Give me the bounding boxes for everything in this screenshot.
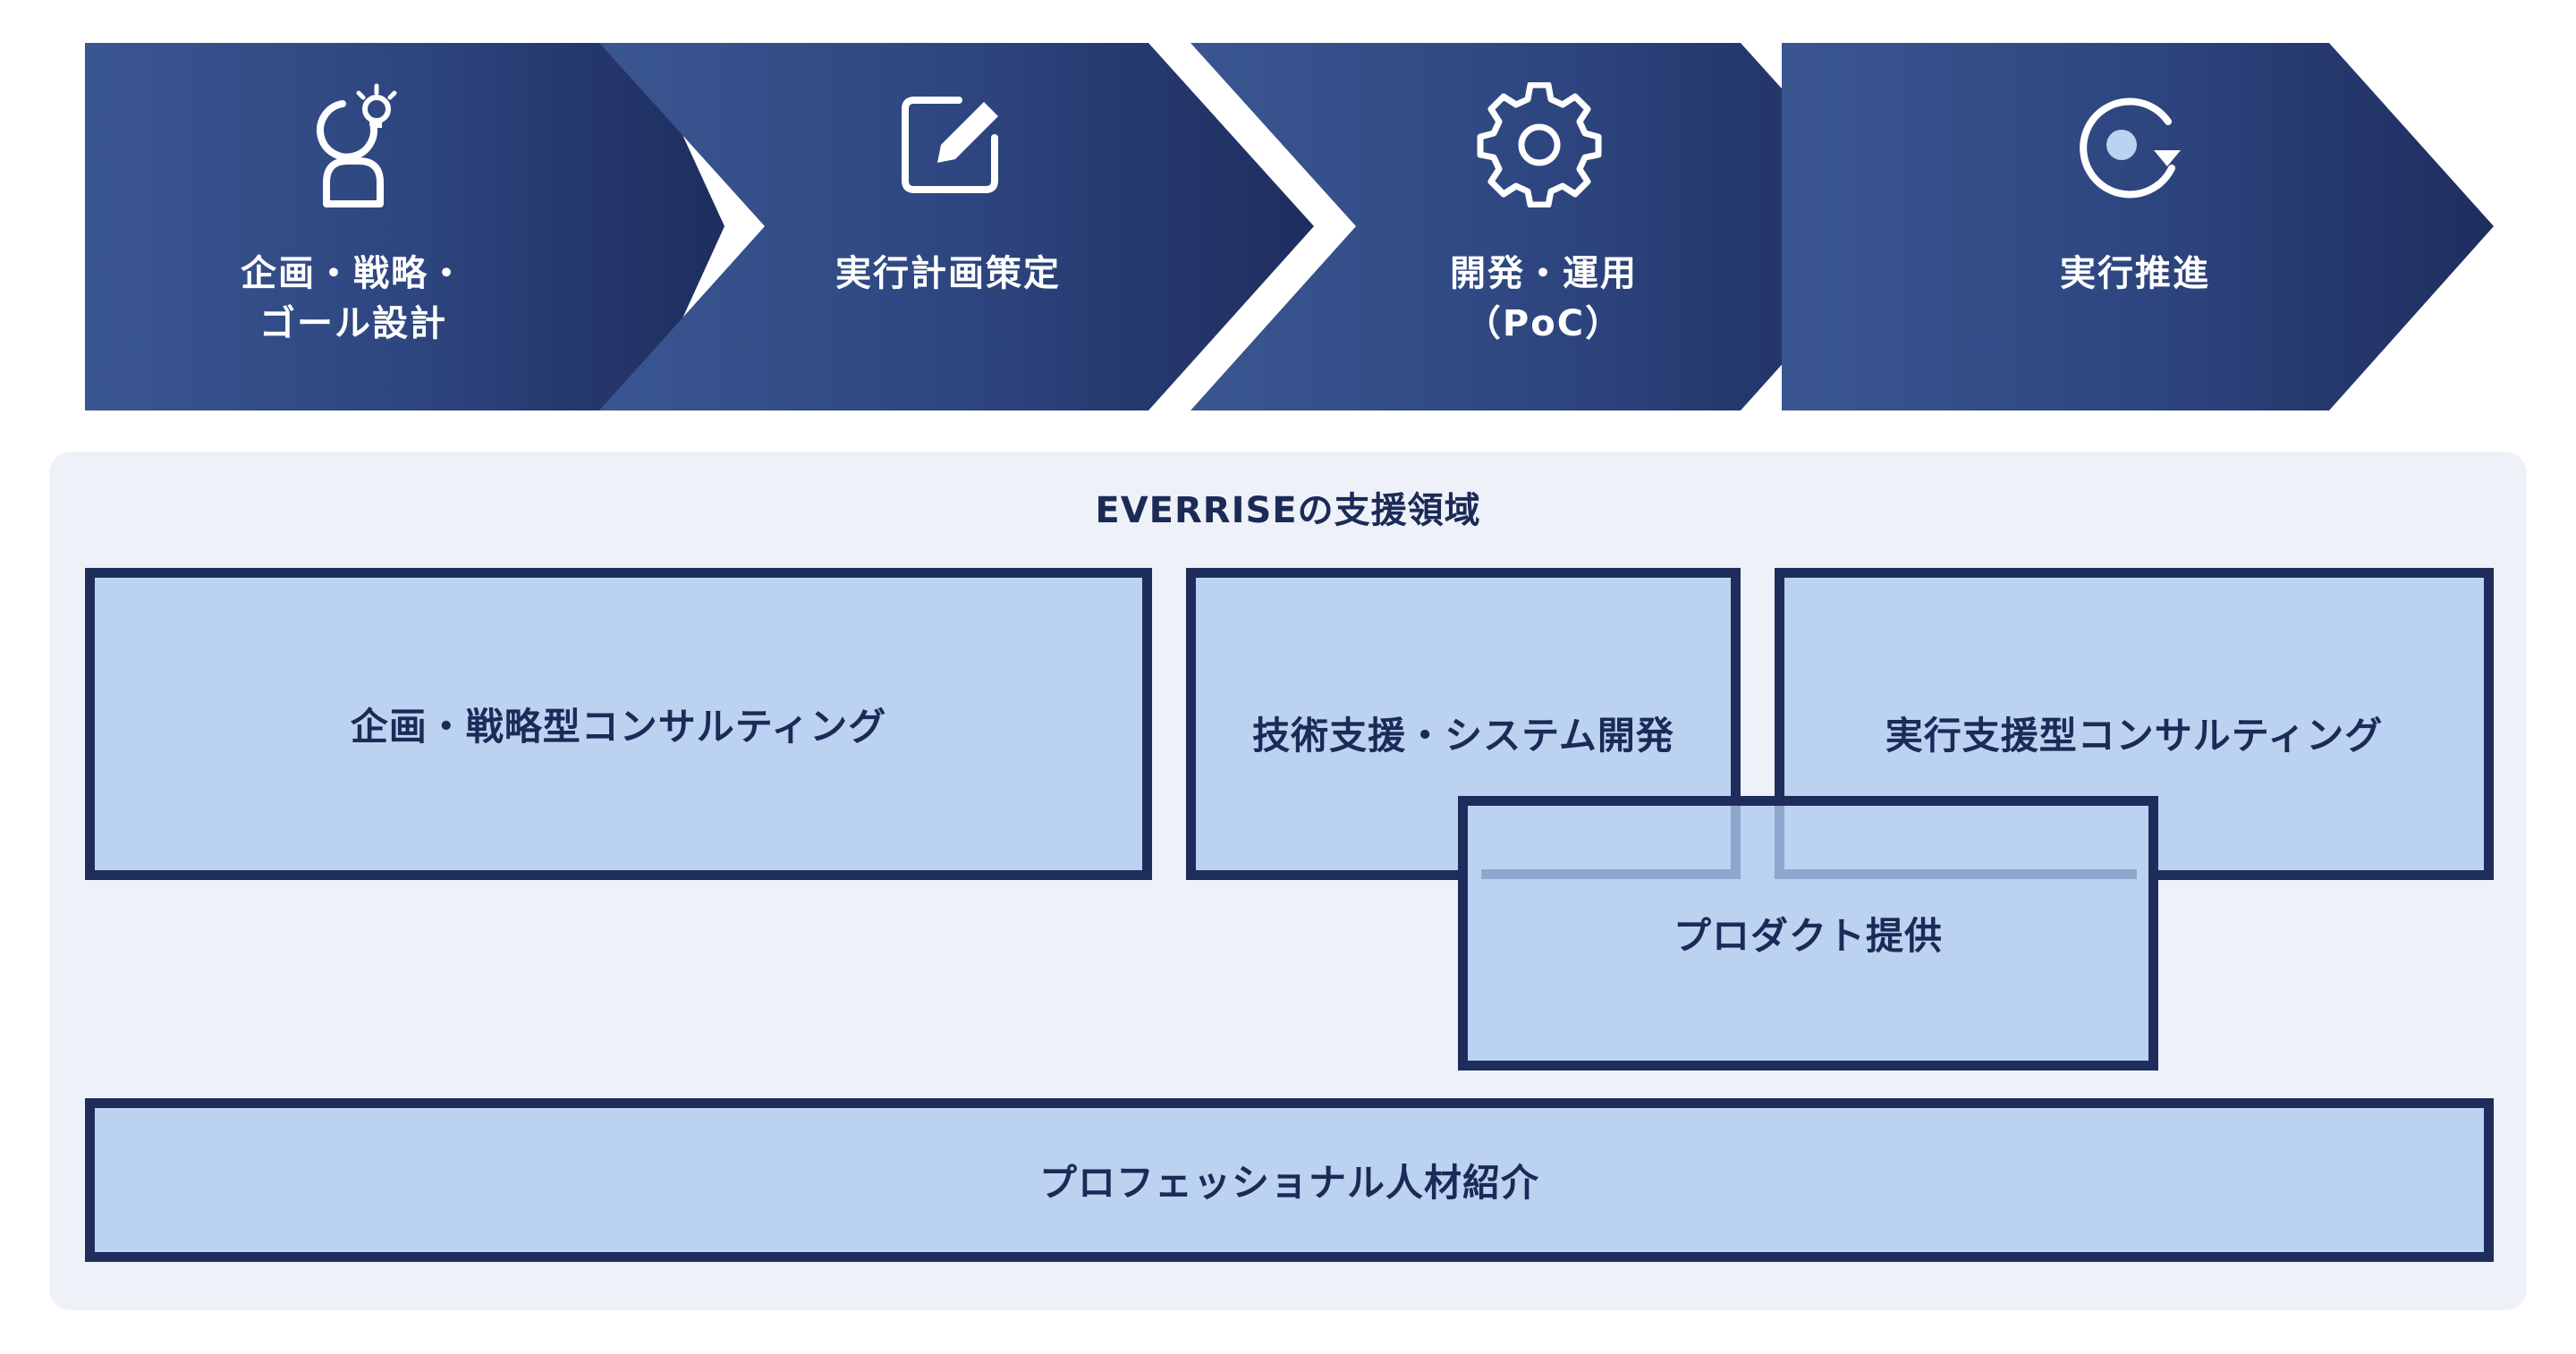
talent-introduction-box: プロフェッショナル人材紹介 — [85, 1098, 2494, 1262]
process-step-label: 実行推進 — [2060, 253, 2210, 294]
edit-icon — [902, 97, 998, 193]
overlap-outline — [1775, 869, 2137, 879]
process-step-execution: 実行推進 — [1782, 43, 2494, 410]
overlap-outline — [1775, 806, 1784, 879]
overlap-outline — [1731, 806, 1741, 879]
box-label: 企画・戦略型コンサルティング — [350, 705, 887, 749]
person-idea-icon — [317, 83, 397, 207]
cycle-icon — [2080, 97, 2181, 199]
box-label: プロフェッショナル人材紹介 — [1038, 1161, 1539, 1205]
box-label: プロダクト提供 — [1673, 914, 1943, 958]
process-step-label: 企画・戦略・ ゴール設計 — [241, 253, 466, 344]
box-label: 技術支援・システム開発 — [1252, 714, 1674, 757]
process-step-label: 開発・運用 （PoC） — [1450, 253, 1638, 344]
strategy-consulting-box: 企画・戦略型コンサルティング — [85, 568, 1152, 880]
process-step-planning: 企画・戦略・ ゴール設計 — [85, 43, 724, 410]
overlap-outline — [1481, 869, 1741, 879]
gear-icon — [1477, 82, 1602, 207]
process-step-label: 実行計画策定 — [835, 253, 1061, 294]
support-area-title: EVERRISEの支援領域 — [1095, 490, 1481, 531]
product-box: プロダクト提供 — [1458, 796, 2158, 1071]
box-label: 実行支援型コンサルティング — [1885, 714, 2384, 757]
